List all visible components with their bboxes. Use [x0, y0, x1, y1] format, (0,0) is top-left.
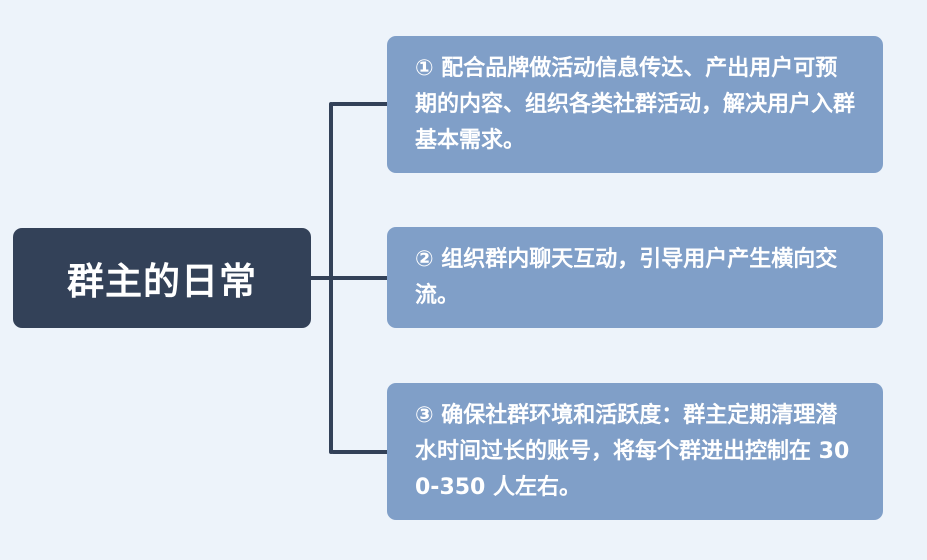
child-node-3[interactable]: ③ 确保社群环境和活跃度：群主定期清理潜水时间过长的账号，将每个群进出控制在 3… [387, 383, 883, 520]
child-node-2-label: ② 组织群内聊天互动，引导用户产生横向交流。 [415, 246, 838, 308]
child-node-3-label: ③ 确保社群环境和活跃度：群主定期清理潜水时间过长的账号，将每个群进出控制在 3… [415, 402, 850, 500]
connector-branch-1 [329, 102, 387, 106]
child-node-2[interactable]: ② 组织群内聊天互动，引导用户产生横向交流。 [387, 227, 883, 328]
root-node[interactable]: 群主的日常 [13, 228, 311, 328]
root-node-label: 群主的日常 [67, 260, 257, 303]
child-node-1[interactable]: ① 配合品牌做活动信息传达、产出用户可预期的内容、组织各类社群活动，解决用户入群… [387, 36, 883, 173]
connector-branch-2 [331, 276, 387, 280]
connector-branch-3 [329, 450, 387, 454]
connector-root-stem [311, 276, 333, 280]
child-node-1-label: ① 配合品牌做活动信息传达、产出用户可预期的内容、组织各类社群活动，解决用户入群… [415, 55, 856, 153]
